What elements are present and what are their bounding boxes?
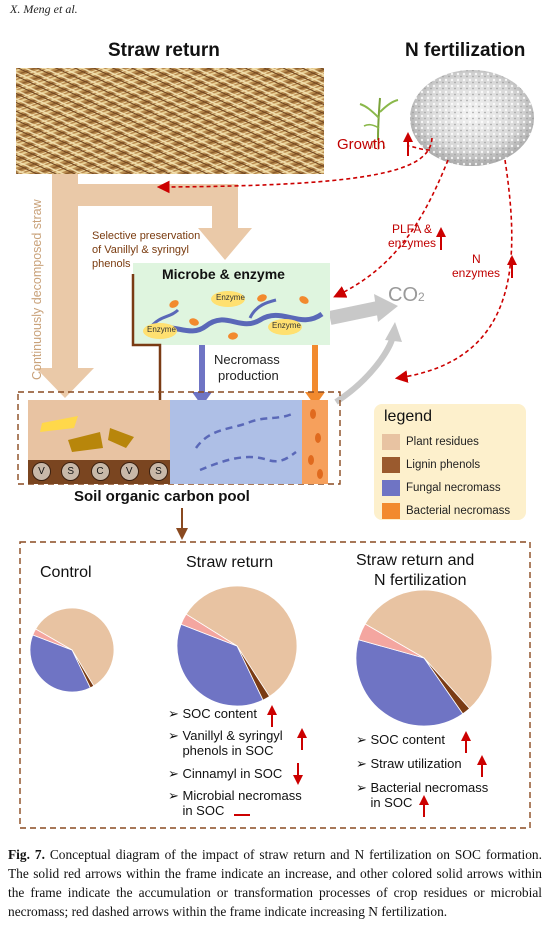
results-frame [19, 541, 531, 829]
pie-title-straw-n-line-2: N fertilization [374, 572, 467, 589]
legend-swatch [382, 434, 400, 450]
figure-caption: Fig. 7. Conceptual diagram of the impact… [8, 845, 542, 921]
pie-slice-bacterial-necromass [32, 628, 73, 651]
trend-up-arrow [297, 728, 307, 750]
increase-arrows [403, 132, 517, 278]
bullet-n-bacterial-necromass: ➢ Bacterial necromass in SOC [356, 780, 489, 810]
bullet-n-straw-utilization: ➢ Straw utilization [356, 756, 462, 771]
trend-up-arrow [461, 731, 471, 753]
caption-text: Conceptual diagram of the impact of stra… [8, 847, 542, 919]
trend-arrow-layer [234, 705, 487, 817]
necromass-arrows [192, 345, 325, 406]
bullet-straw-vanillyl: ➢ Vanillyl & syringyl phenols in SOC [168, 728, 283, 758]
enzyme-label-2: Enzyme [147, 325, 176, 334]
bacterial-necromass-section [302, 400, 328, 484]
lignin-glyph: S [61, 462, 81, 481]
legend-swatch [382, 457, 400, 473]
legend-item-fungal-necromass: Fungal necromass [382, 480, 501, 496]
legend: legend Plant residues Lignin phenols Fun… [374, 404, 526, 520]
straw-flow-arrows [36, 174, 252, 398]
bullet-n-soc-content: ➢ SOC content [356, 732, 445, 747]
plant-residue-section [28, 400, 170, 484]
pie-slice-plant-residues [364, 589, 493, 710]
co2-arrows [328, 294, 402, 405]
bullet-straw-soc-content: ➢ SOC content [168, 706, 257, 721]
selective-preservation-line-1: Selective preservation [92, 230, 201, 242]
pie-slice-plant-residues [35, 607, 115, 687]
bullet-straw-cinnamyl: ➢ Cinnamyl in SOC [168, 766, 283, 781]
legend-item-lignin-phenols: Lignin phenols [382, 457, 480, 473]
legend-title: legend [384, 408, 433, 425]
selective-preservation-line-3: phenols [92, 258, 131, 270]
fungal-necromass-section [170, 400, 302, 484]
trend-up-arrow [419, 795, 429, 817]
enzyme-label-1: Enzyme [216, 293, 245, 302]
caption-label: Fig. 7. [8, 847, 45, 862]
selective-preservation-line-2: of Vanillyl & syringyl [92, 244, 189, 256]
pie-chart-layer [29, 585, 493, 727]
lignin-glyph: C [90, 462, 110, 481]
fertilizer-image [410, 70, 534, 166]
pie-slice-plant-residues [185, 585, 298, 697]
seedling-icon [359, 97, 399, 150]
lignin-glyph: S [149, 462, 168, 481]
pie-slice-fungal-necromass [355, 639, 464, 727]
pie-slice-bacterial-necromass [180, 613, 238, 647]
n-enzymes-label-line-1: N [472, 252, 481, 266]
growth-label: Growth [337, 136, 386, 153]
pie-slice-bacterial-necromass [358, 623, 425, 659]
necromass-label-line-1: Necromass [214, 352, 280, 367]
red-dashed-arrows [156, 137, 513, 383]
plfa-label-line-1: PLFA & [392, 222, 433, 236]
trend-down-arrow [293, 763, 303, 785]
legend-item-bacterial-necromass: Bacterial necromass [382, 503, 510, 519]
enzyme-label-3: Enzyme [272, 321, 301, 330]
n-fertilization-title: N fertilization [405, 40, 526, 61]
continuously-decomposed-label: Continuously decomposed straw [30, 199, 44, 380]
trend-up-arrow [477, 755, 487, 777]
pie-title-control: Control [40, 564, 92, 581]
legend-swatch [382, 503, 400, 519]
plfa-label-line-2: enzymes [388, 236, 437, 250]
pie-slice-fungal-necromass [29, 634, 91, 693]
trend-up-arrow [267, 705, 277, 727]
soil-pool-title: Soil organic carbon pool [74, 488, 250, 505]
microbe-illustration [143, 291, 324, 340]
lignin-glyph: V [119, 462, 139, 481]
running-header: X. Meng et al. [10, 2, 78, 16]
bullet-straw-microbial-necromass: ➢ Microbial necromass in SOC [168, 788, 302, 818]
pie-title-straw-return: Straw return [186, 554, 274, 571]
legend-swatch [382, 480, 400, 496]
lignin-glyph: V [32, 462, 51, 481]
necromass-label-line-2: production [218, 368, 279, 383]
straw-return-title: Straw return [108, 40, 220, 61]
straw-image [16, 68, 324, 174]
pie-slice-fungal-necromass [176, 623, 264, 707]
pool-to-results-arrow [176, 508, 188, 540]
n-enzymes-label-line-2: enzymes [452, 266, 501, 280]
pie-title-straw-n-line-1: Straw return and [356, 552, 475, 569]
co2-label: CO2 [388, 284, 425, 306]
microbe-enzyme-title: Microbe & enzyme [162, 266, 285, 282]
legend-item-plant-residues: Plant residues [382, 434, 479, 450]
